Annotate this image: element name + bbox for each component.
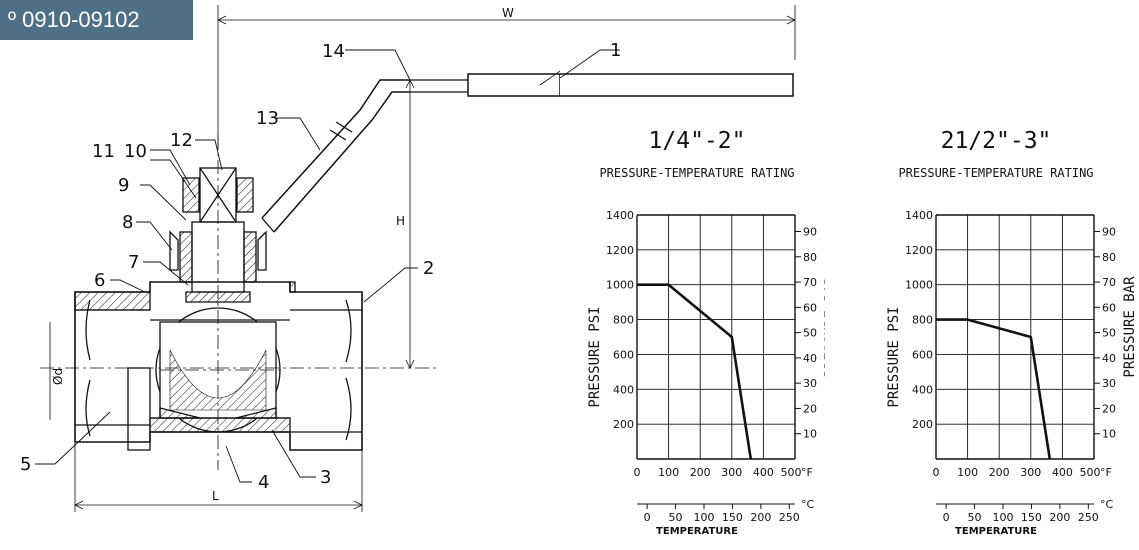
x-tick-label: 200: [989, 466, 1010, 479]
y2-tick-label: 20: [803, 402, 817, 415]
y2-tick-label: 10: [803, 428, 817, 441]
x-tick-label: 100: [658, 466, 679, 479]
x2-tick-label: 100: [693, 511, 714, 524]
y-tick-label: 400: [613, 383, 634, 396]
part-label-1: 1: [610, 40, 621, 61]
x2-unit-label: °C: [1100, 498, 1114, 511]
y-tick-label: 1200: [905, 244, 933, 257]
y-tick-label: 1400: [606, 209, 634, 222]
y-tick-label: 1000: [905, 279, 933, 292]
x-axis-label: TEMPERATURE: [955, 526, 1037, 537]
chart-title: 1/4"-2": [649, 128, 746, 154]
y2-tick-label: 30: [803, 377, 817, 390]
chart-title: 21/2"-3": [941, 128, 1052, 154]
x-tick-label: 200: [690, 466, 711, 479]
part-label-14: 14: [322, 41, 345, 62]
y2-tick-label: 30: [1102, 377, 1116, 390]
y2-tick-label: 80: [1102, 251, 1116, 264]
part-label-6: 6: [94, 270, 105, 291]
part-label-13: 13: [256, 108, 279, 129]
x-unit-label: °F: [801, 466, 813, 479]
x-axis-label: TEMPERATURE: [656, 526, 738, 537]
pressure-temperature-chart-small: 1/4"-2"PRESSURE-TEMPERATURE RATING200400…: [587, 128, 825, 537]
y2-tick-label: 40: [1102, 352, 1116, 365]
ball-valve-drawing-handle: 1: [560, 5, 796, 97]
y2-tick-label: 40: [803, 352, 817, 365]
width-dimension-label: W: [502, 6, 514, 20]
x-tick-label: 300: [721, 466, 742, 479]
y-tick-label: 400: [912, 383, 933, 396]
y-tick-label: 800: [912, 314, 933, 327]
y2-tick-label: 60: [1102, 301, 1116, 314]
part-label-4: 4: [258, 472, 269, 493]
x-unit-label: °F: [1100, 466, 1112, 479]
ball-valve-drawing: 14 13 12 11 10 9 8 7 6 5 4 3 2 W H L Ød: [20, 5, 560, 512]
y2-tick-label: 80: [803, 251, 817, 264]
height-dimension-label: H: [396, 214, 405, 228]
x2-tick-label: 50: [968, 511, 982, 524]
y2-axis-label: PRESSURE BAR: [823, 276, 825, 378]
x2-tick-label: 200: [1049, 511, 1070, 524]
x-tick-label: 0: [634, 466, 641, 479]
rating-curve: [637, 283, 753, 460]
y2-tick-label: 20: [1102, 402, 1116, 415]
part-label-8: 8: [122, 212, 133, 233]
y-tick-label: 1000: [606, 279, 634, 292]
part-label-9: 9: [118, 175, 129, 196]
y-tick-label: 800: [613, 314, 634, 327]
part-label-11: 11: [92, 141, 115, 162]
chart-subtitle-line-1: PRESSURE-TEMPERATURE RATING: [898, 166, 1093, 180]
x2-unit-label: °C: [801, 498, 815, 511]
y-tick-label: 600: [912, 348, 933, 361]
length-dimension-label: L: [212, 489, 219, 503]
x-tick-label: 0: [933, 466, 940, 479]
part-label-7: 7: [128, 252, 139, 273]
y-axis-label: PRESSURE PSI: [886, 306, 902, 407]
document-number-badge: º 0910-09102: [0, 0, 193, 40]
y-tick-label: 1200: [606, 244, 634, 257]
x-tick-label: 500: [781, 466, 802, 479]
x-tick-label: 500: [1080, 466, 1101, 479]
x2-tick-label: 250: [779, 511, 800, 524]
x2-tick-label: 0: [943, 511, 950, 524]
y2-tick-label: 90: [1102, 225, 1116, 238]
y2-tick-label: 60: [803, 301, 817, 314]
y-axis-label: PRESSURE PSI: [587, 306, 603, 407]
part-label-10: 10: [124, 141, 147, 162]
diameter-dimension-label: Ød: [51, 368, 65, 385]
x2-tick-label: 150: [1021, 511, 1042, 524]
y-tick-label: 200: [912, 418, 933, 431]
pressure-temperature-chart-large: 21/2"-3"PRESSURE-TEMPERATURE RATING20040…: [886, 128, 1138, 537]
y2-tick-label: 10: [1102, 428, 1116, 441]
part-label-3: 3: [320, 467, 331, 488]
part-label-2: 2: [423, 258, 434, 279]
part-label-12: 12: [170, 130, 193, 151]
y2-axis-label: PRESSURE BAR: [1122, 276, 1138, 378]
x2-tick-label: 200: [750, 511, 771, 524]
x-tick-label: 100: [957, 466, 978, 479]
y2-tick-label: 50: [803, 327, 817, 340]
x-tick-label: 400: [1052, 466, 1073, 479]
chart-subtitle-line-1: PRESSURE-TEMPERATURE RATING: [599, 166, 794, 180]
x2-tick-label: 100: [992, 511, 1013, 524]
y-tick-label: 600: [613, 348, 634, 361]
y2-tick-label: 50: [1102, 327, 1116, 340]
x2-tick-label: 250: [1078, 511, 1099, 524]
y-tick-label: 200: [613, 418, 634, 431]
part-label-5: 5: [20, 454, 31, 475]
x-tick-label: 300: [1020, 466, 1041, 479]
x2-tick-label: 150: [722, 511, 743, 524]
x2-tick-label: 50: [669, 511, 683, 524]
y-tick-label: 1400: [905, 209, 933, 222]
x2-tick-label: 0: [644, 511, 651, 524]
rating-curve: [936, 318, 1052, 460]
x-tick-label: 400: [753, 466, 774, 479]
y2-tick-label: 70: [803, 276, 817, 289]
y2-tick-label: 90: [803, 225, 817, 238]
y2-tick-label: 70: [1102, 276, 1116, 289]
